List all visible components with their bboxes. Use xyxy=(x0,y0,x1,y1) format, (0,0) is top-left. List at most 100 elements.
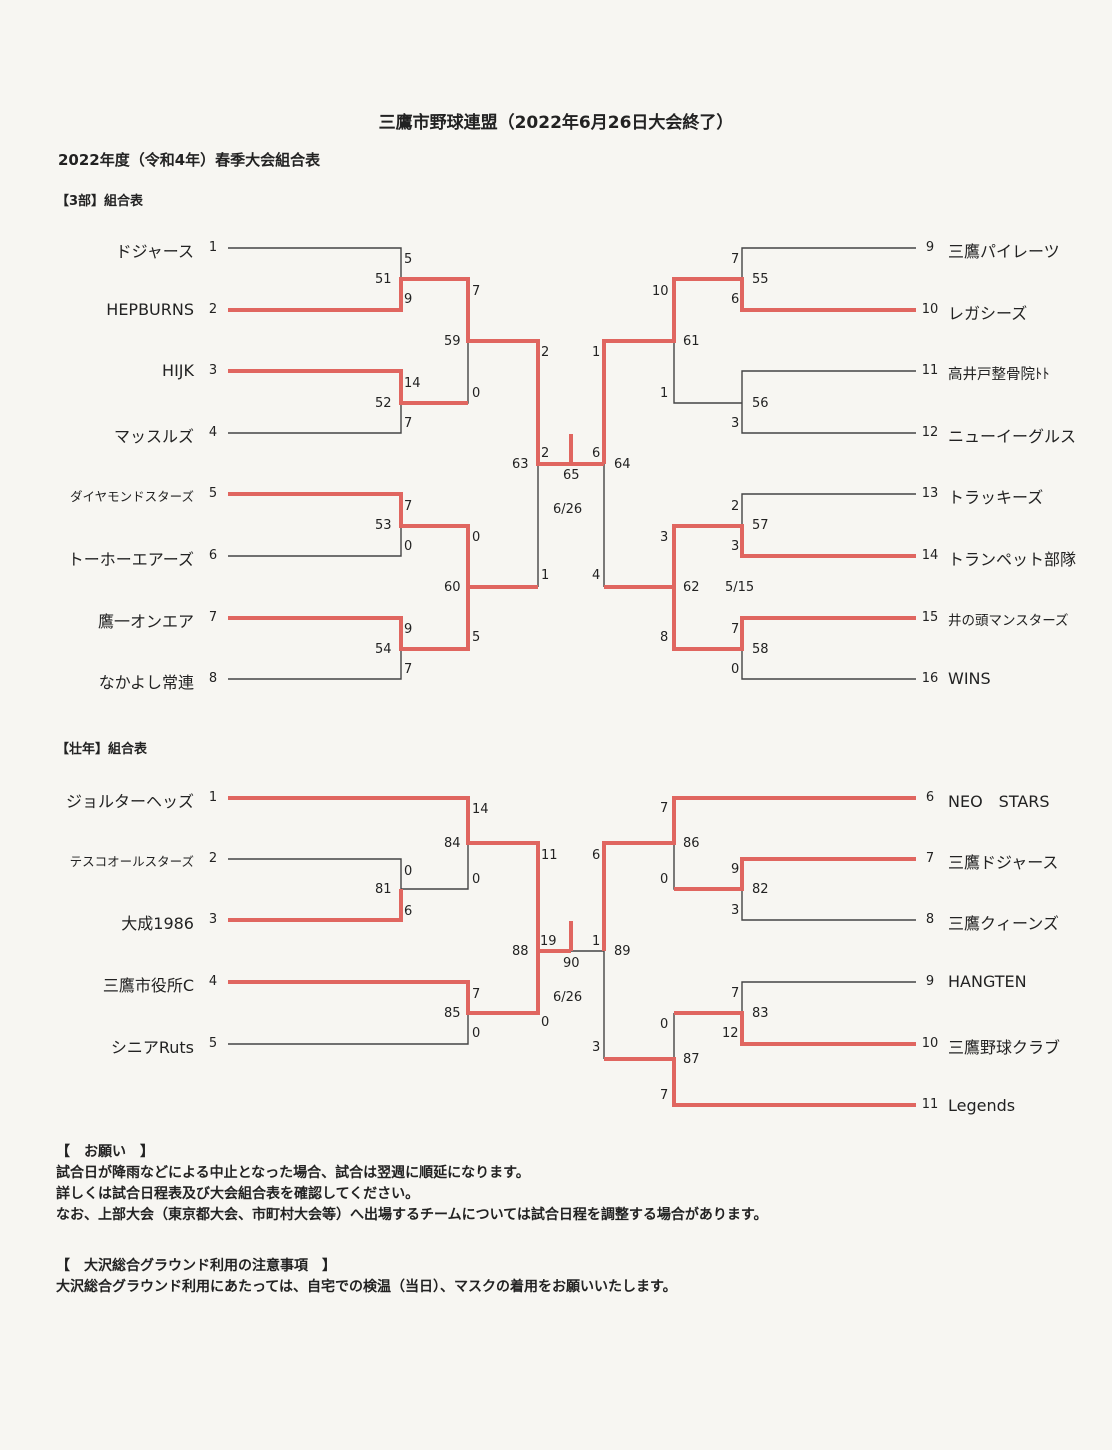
notes-ground: 【 大沢総合グラウンド利用の注意事項 】 大沢総合グラウンド利用にあたっては、自… xyxy=(56,1256,677,1298)
game-score: 4 xyxy=(592,568,601,583)
team-name: 鷹一オンエア xyxy=(97,612,194,631)
game-score: 11 xyxy=(541,848,558,863)
game-number: 89 xyxy=(614,944,631,959)
team-seed: 12 xyxy=(921,425,939,440)
game-number: 56 xyxy=(752,396,769,411)
game-number: 51 xyxy=(375,272,392,287)
game-score: 6 xyxy=(404,904,413,919)
team-seed: 2 xyxy=(208,302,218,317)
game-score: 1 xyxy=(541,568,550,583)
team-seed: 5 xyxy=(208,1036,218,1051)
game-score: 0 xyxy=(541,1015,550,1030)
game-score: 7 xyxy=(472,987,481,1002)
game-number: 84 xyxy=(444,836,461,851)
team-seed: 1 xyxy=(208,240,218,255)
team-seed: 7 xyxy=(208,610,218,625)
game-score: 2 xyxy=(731,499,740,514)
game-score: 6 xyxy=(592,848,601,863)
team-name: ニューイーグルス xyxy=(948,427,1077,446)
team-seed: 9 xyxy=(925,974,935,989)
game-score: 7 xyxy=(731,622,740,637)
game-score: 9 xyxy=(404,622,413,637)
team-name: WINS xyxy=(948,669,991,688)
team-name: ドジャース xyxy=(115,242,194,261)
game-number: 55 xyxy=(752,272,769,287)
game-score: 7 xyxy=(404,499,413,514)
notes-request-heading: 【 お願い 】 xyxy=(56,1144,154,1160)
game-score: 0 xyxy=(731,662,740,677)
team-name: 三鷹野球クラブ xyxy=(948,1038,1061,1057)
game-number: 52 xyxy=(375,396,392,411)
game-score: 3 xyxy=(731,903,740,918)
team-name: HIJK xyxy=(162,361,194,380)
team-name: 三鷹クィーンズ xyxy=(948,914,1059,933)
team-seed: 4 xyxy=(208,974,218,989)
team-name: ジョルターヘッズ xyxy=(65,792,194,811)
team-seed: 6 xyxy=(925,790,935,805)
team-seed: 6 xyxy=(208,548,218,563)
team-name: 井の頭マンスターズ xyxy=(948,613,1069,629)
team-seed: 3 xyxy=(208,363,218,378)
page-title: 三鷹市野球連盟（2022年6月26日大会終了） xyxy=(378,113,734,133)
notes-request: 【 お願い 】 試合日が降雨などによる中止となった場合、試合は翌週に順延になりま… xyxy=(56,1142,767,1226)
team-seed: 15 xyxy=(921,610,939,625)
team-name: シニアRuts xyxy=(110,1038,194,1057)
game-score: 9 xyxy=(404,292,413,307)
game-score: 0 xyxy=(660,872,669,887)
game-score: 5 xyxy=(404,252,413,267)
team-seed: 13 xyxy=(921,486,939,501)
team-name: 三鷹市役所C xyxy=(102,976,194,995)
game-score: 3 xyxy=(592,1040,601,1055)
team-name: 大成1986 xyxy=(121,914,194,933)
team-name: 高井戸整骨院ﾄﾄ xyxy=(948,367,1050,383)
team-name: HANGTEN xyxy=(948,972,1027,991)
game-number: 59 xyxy=(444,334,461,349)
game-score: 1 xyxy=(660,386,669,401)
team-seed: 4 xyxy=(208,425,218,440)
game-number: 61 xyxy=(683,334,700,349)
team-seed: 5 xyxy=(208,486,218,501)
game-score: 3 xyxy=(731,539,740,554)
game-number: 86 xyxy=(683,836,700,851)
game-number: 54 xyxy=(375,642,392,657)
div3-bracket xyxy=(228,247,916,680)
team-name: トラッキーズ xyxy=(948,488,1044,507)
game-number: 58 xyxy=(752,642,769,657)
game-number: 88 xyxy=(512,944,529,959)
game-score: 0 xyxy=(404,539,413,554)
team-name: 三鷹パイレーツ xyxy=(948,242,1060,261)
team-name: HEPBURNS xyxy=(106,300,194,319)
notes-line: 試合日が降雨などによる中止となった場合、試合は翌週に順延になります。 xyxy=(56,1165,530,1181)
team-seed: 8 xyxy=(925,912,935,927)
team-name: Legends xyxy=(948,1096,1016,1115)
team-name: なかよし常連 xyxy=(98,673,194,692)
team-seed: 16 xyxy=(921,671,939,686)
team-seed: 2 xyxy=(208,851,218,866)
masters-section-label: 【壮年】組合表 xyxy=(56,742,148,757)
game-score: 6 xyxy=(731,292,740,307)
team-name: トーホーエアーズ xyxy=(67,550,194,569)
team-seed: 1 xyxy=(208,790,218,805)
team-name: NEO STARS xyxy=(948,792,1050,811)
notes-line: 詳しくは試合日程表及び大会組合表を確認してください。 xyxy=(56,1186,420,1202)
game-number: 62 xyxy=(683,580,700,595)
game-number: 87 xyxy=(683,1052,700,1067)
team-seed: 10 xyxy=(921,302,939,317)
team-seed: 3 xyxy=(208,912,218,927)
team-name: ダイヤモンドスターズ xyxy=(69,489,194,504)
game-score: 7 xyxy=(472,284,481,299)
game-score: 12 xyxy=(722,1026,739,1041)
game-score: 7 xyxy=(404,662,413,677)
game-score: 7 xyxy=(731,986,740,1001)
team-name: レガシーズ xyxy=(948,304,1028,323)
game-score: 10 xyxy=(652,284,669,299)
div3-section-label: 【3部】組合表 xyxy=(56,194,144,209)
game-score: 2 xyxy=(541,446,550,461)
game-score: 0 xyxy=(472,872,481,887)
game-score: 8 xyxy=(660,630,669,645)
game-number: 65 xyxy=(563,468,580,483)
game-score: 19 xyxy=(540,934,557,949)
game-score: 0 xyxy=(472,1026,481,1041)
team-name: トランペット部隊 xyxy=(948,550,1077,569)
